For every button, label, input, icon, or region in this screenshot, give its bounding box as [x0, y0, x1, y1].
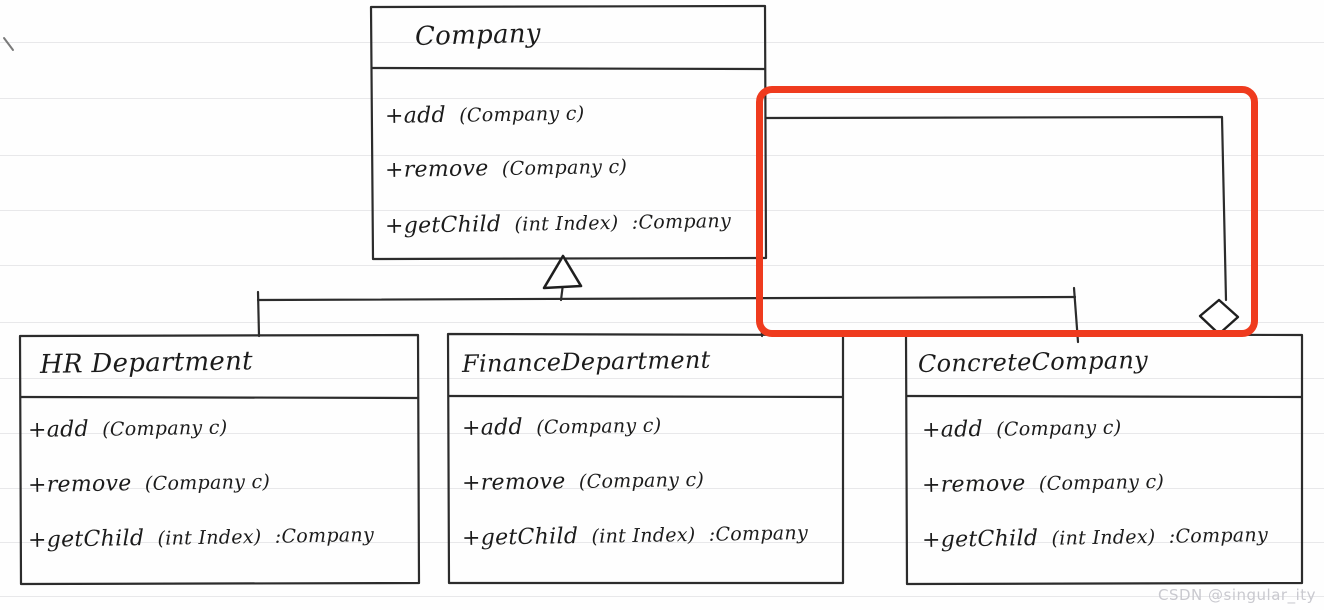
- operation-args: (Company c): [459, 102, 585, 127]
- paper-rule-line: [0, 596, 1324, 597]
- paper-rule-line: [0, 433, 1324, 434]
- operation-args: (int Index): [1051, 525, 1156, 550]
- operation-args: (Company c): [501, 155, 628, 180]
- paper-rule-line: [0, 265, 1324, 266]
- paper-rule-line: [0, 155, 1324, 156]
- operation-row: +add (Company c): [28, 415, 228, 443]
- operation-args: (Company c): [536, 414, 662, 439]
- operation-args: (Company c): [102, 416, 228, 441]
- operation-args: (Company c): [996, 416, 1122, 441]
- operation-signature: +remove: [461, 469, 566, 496]
- paper-rule-line: [0, 98, 1324, 99]
- operation-return: :Company: [631, 209, 732, 234]
- operation-args: (Company c): [578, 468, 705, 493]
- operation-args: (int Index): [157, 525, 262, 550]
- operation-row: +remove (Company c): [28, 469, 271, 498]
- operation-signature: +remove: [27, 471, 132, 498]
- class-box-finance-department: [446, 332, 845, 585]
- aggregation-diamond-icon: [1198, 298, 1240, 336]
- operation-signature: +getChild: [921, 525, 1039, 553]
- operation-return: :Company: [274, 523, 375, 548]
- generalization-connector: [256, 266, 1080, 344]
- inheritance-triangle-icon: [542, 254, 583, 290]
- operation-signature: +remove: [384, 156, 489, 183]
- class-name-company: Company: [414, 18, 542, 52]
- paper-rule-line: [0, 488, 1324, 489]
- paper-rule-line: [0, 42, 1324, 43]
- operation-args: (int Index): [514, 211, 619, 236]
- operation-signature: +add: [27, 416, 90, 443]
- class-name-concrete-company: ConcreteCompany: [917, 345, 1149, 378]
- watermark-label: CSDN @singular_ity: [1157, 586, 1316, 604]
- operation-row: +add (Company c): [462, 413, 662, 441]
- operation-row: +add (Company c): [922, 415, 1122, 443]
- operation-return: :Company: [1168, 523, 1269, 548]
- operation-args: (int Index): [591, 523, 696, 548]
- paper-rule-line: [0, 378, 1324, 379]
- operation-row: +remove (Company c): [462, 467, 705, 496]
- class-name-finance-department: FinanceDepartment: [461, 345, 711, 378]
- operation-signature: +getChild: [27, 525, 145, 553]
- operation-args: (Company c): [144, 470, 271, 495]
- paper-rule-line: [0, 322, 1324, 323]
- class-name-hr-department: HR Department: [39, 346, 254, 380]
- class-box-company: [369, 4, 768, 261]
- operation-row: +remove (Company c): [385, 154, 628, 183]
- operation-signature: +remove: [921, 471, 1026, 498]
- aggregation-connector: [764, 115, 1228, 336]
- operation-row: +remove (Company c): [922, 469, 1165, 498]
- operation-signature: +getChild: [461, 523, 579, 551]
- operation-signature: +add: [921, 416, 984, 443]
- operation-signature: +add: [461, 414, 524, 441]
- operation-return: :Company: [708, 521, 809, 546]
- operation-args: (Company c): [1038, 470, 1165, 495]
- paper-rule-line: [0, 210, 1324, 211]
- operation-signature: +getChild: [384, 211, 502, 239]
- class-box-hr-department: [18, 333, 421, 586]
- operation-signature: +add: [384, 102, 447, 129]
- operation-row: +add (Company c): [385, 101, 585, 129]
- paper-rule-line: [0, 542, 1324, 543]
- stray-pen-mark: [3, 37, 14, 51]
